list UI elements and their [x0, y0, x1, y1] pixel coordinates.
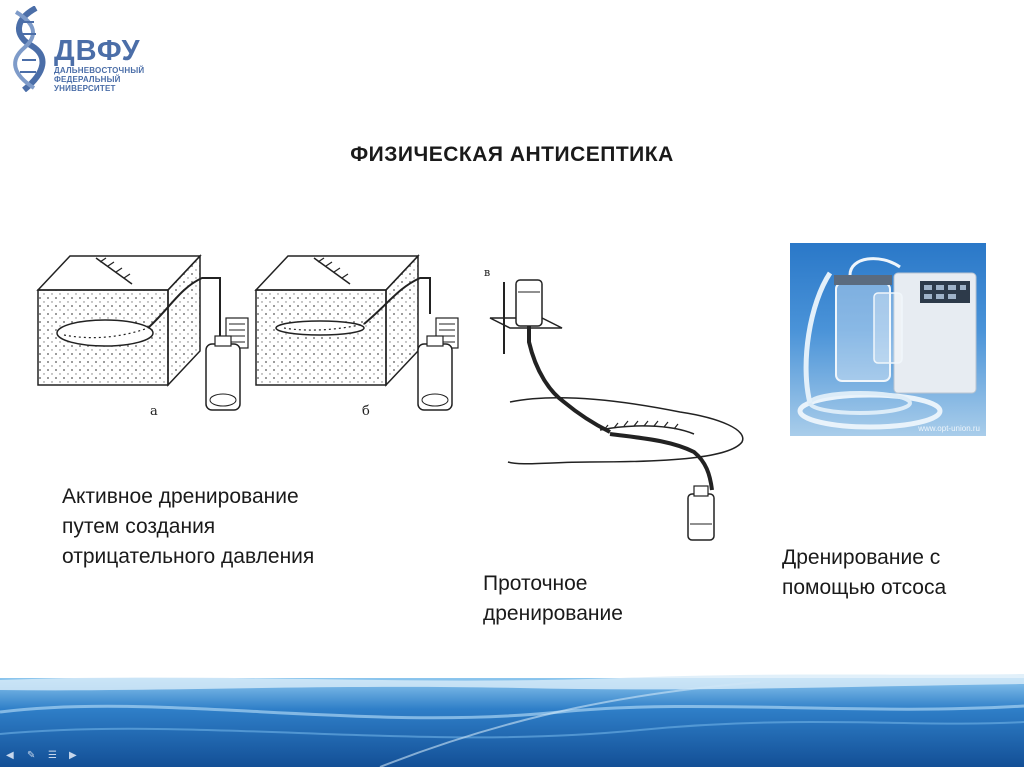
- footer-wave-decoration: ◀ ✎ ☰ ▶: [0, 672, 1024, 768]
- university-logo: ДВФУ ДАЛЬНЕВОСТОЧНЫЙ ФЕДЕРАЛЬНЫЙ УНИВЕРС…: [6, 5, 146, 96]
- menu-icon[interactable]: ☰: [48, 750, 57, 761]
- logo-subtitle-3: УНИВЕРСИТЕТ: [54, 84, 116, 93]
- dna-helix-icon: [13, 5, 46, 93]
- slide-title: ФИЗИЧЕСКАЯ АНТИСЕПТИКА: [350, 143, 674, 166]
- logo-subtitle-2: ФЕДЕРАЛЬНЫЙ: [54, 75, 121, 84]
- label-b: б: [362, 404, 370, 419]
- caption-suction-drainage: Дренирование с помощью отсоса: [782, 546, 947, 599]
- next-icon[interactable]: ▶: [69, 750, 77, 761]
- photo-watermark: www.opt-union.ru: [917, 424, 980, 433]
- suction-device-photo: www.opt-union.ru: [790, 243, 986, 436]
- flow-drainage-illustration: в: [480, 262, 750, 547]
- edit-icon[interactable]: ✎: [27, 750, 36, 761]
- active-drainage-illustration: а б: [30, 248, 480, 423]
- logo-title: ДВФУ: [54, 35, 141, 67]
- slide-navigation: ◀ ✎ ☰ ▶: [6, 751, 81, 761]
- caption-flow-drainage: Проточное дренирование: [483, 572, 623, 625]
- label-v: в: [484, 266, 490, 279]
- label-a: а: [150, 404, 158, 419]
- prev-icon[interactable]: ◀: [6, 750, 14, 761]
- logo-subtitle-1: ДАЛЬНЕВОСТОЧНЫЙ: [54, 66, 145, 75]
- caption-active-drainage: Активное дренирование путем создания отр…: [62, 485, 315, 568]
